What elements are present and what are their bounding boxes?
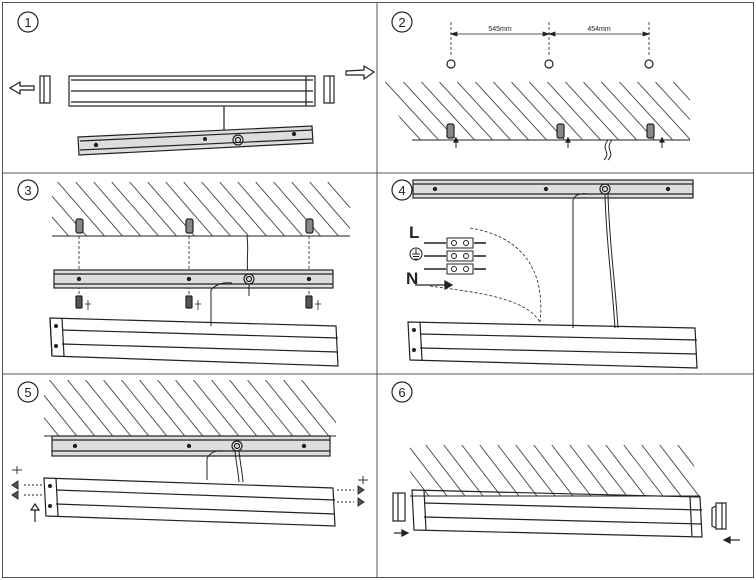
- suspension-wire: [572, 193, 589, 328]
- screw-icon: [75, 295, 91, 310]
- dimension-lines: [449, 22, 651, 56]
- mounting-rail: [77, 125, 314, 156]
- lamp-housing: [407, 321, 698, 369]
- step-number: 6: [398, 385, 405, 400]
- lamp-housing: [68, 75, 316, 107]
- panel-1: 1: [8, 11, 376, 156]
- screw-icon: [185, 295, 201, 310]
- arrow-icon: [415, 279, 454, 291]
- panel-5: 5: [11, 380, 368, 527]
- arrow-icon: [722, 536, 740, 544]
- arrow-icon: [345, 64, 376, 81]
- left-end-cap: [39, 75, 51, 104]
- anchor-icon: [446, 123, 459, 148]
- anchor-icon: [556, 123, 571, 148]
- step-number-badge: [391, 381, 413, 403]
- terminal-block: [446, 237, 474, 275]
- live-label: L: [409, 223, 419, 242]
- dimension-left: 545mm: [488, 26, 512, 33]
- anchor-icon: [185, 218, 194, 234]
- mounting-rail: [51, 435, 331, 457]
- screw-icon: [305, 295, 321, 310]
- power-cable: [234, 450, 244, 483]
- left-end-cap: [392, 492, 406, 522]
- step-number: 4: [398, 183, 405, 198]
- step-number: 1: [24, 15, 31, 30]
- neutral-label: N: [406, 269, 418, 288]
- power-cable: [603, 139, 613, 161]
- detail-callout: [429, 227, 542, 323]
- panel-2: 2 545mm 454mm: [380, 11, 690, 161]
- step-number: 2: [398, 15, 405, 30]
- suspension-wire: [210, 282, 233, 326]
- drill-mark: [644, 59, 654, 69]
- step-number: 5: [24, 385, 31, 400]
- anchor-icon: [646, 123, 665, 148]
- lamp-housing: [411, 489, 703, 538]
- panel-4: 4 L N: [391, 179, 698, 369]
- ceiling-hatch: [52, 182, 350, 236]
- lamp-housing: [49, 317, 339, 367]
- arrow-icon: [394, 529, 410, 537]
- suspension-wire: [206, 450, 224, 480]
- ceiling-hatch: [44, 380, 336, 436]
- lamp-housing: [43, 477, 336, 527]
- mounting-rail: [412, 179, 694, 199]
- screw-icon: [337, 476, 368, 507]
- right-end-cap: [711, 502, 727, 530]
- ceiling-hatch: [380, 82, 690, 140]
- screw-icon: [11, 466, 43, 500]
- mounting-rail: [53, 269, 334, 289]
- anchor-icon: [305, 218, 314, 234]
- arrow-icon: [8, 80, 35, 96]
- step-number-badge: [17, 11, 39, 33]
- power-cable: [604, 193, 616, 329]
- step-number-badge: [17, 381, 39, 403]
- step-number-badge: [391, 11, 413, 33]
- panel-3: 3: [17, 179, 350, 367]
- arrow-icon: [29, 502, 41, 522]
- drill-mark: [446, 59, 456, 69]
- dimension-right: 454mm: [587, 26, 611, 33]
- step-number-badge: [17, 179, 39, 201]
- panel-6: 6: [391, 381, 740, 544]
- ceiling-hatch: [410, 445, 700, 496]
- step-number-badge: [391, 179, 413, 201]
- power-cable: [607, 193, 619, 329]
- drill-mark: [544, 59, 554, 69]
- ground-icon: [409, 247, 423, 261]
- wire-leads: [424, 242, 486, 270]
- step-number: 3: [24, 183, 31, 198]
- anchor-icon: [75, 218, 84, 234]
- right-end-cap: [323, 75, 335, 104]
